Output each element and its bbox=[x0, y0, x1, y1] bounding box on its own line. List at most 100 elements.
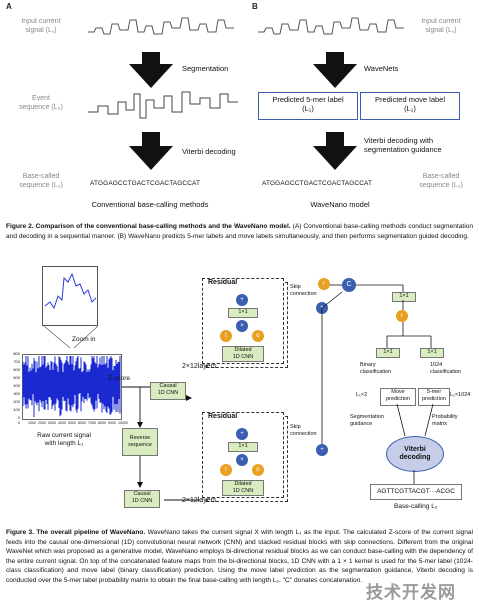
watermark: 技术开发网 bbox=[366, 583, 456, 602]
mult-node-2: × bbox=[236, 454, 248, 466]
arrow-a2 bbox=[142, 132, 160, 146]
x-tick-label: 7000 bbox=[88, 421, 96, 425]
zoom-inset-plot bbox=[42, 266, 98, 326]
relu-node-1: r bbox=[318, 278, 330, 290]
dilated-cnn-2: Dilated 1D CNN bbox=[222, 480, 264, 496]
concat-node: C bbox=[342, 278, 356, 292]
arrow-b2-head bbox=[313, 146, 357, 170]
zoom-in-label: Zoom in bbox=[72, 336, 96, 343]
figure-3-caption-body: WaveNano takes the current signal X with… bbox=[6, 529, 473, 584]
input-signal-label-a: Input current signal (L₁) bbox=[21, 18, 61, 34]
conv1x1-5: 1×1 bbox=[420, 348, 444, 358]
arrow-b1 bbox=[326, 52, 344, 64]
x-tick-label: 5000 bbox=[68, 421, 76, 425]
layers-label-2: 2×12layers bbox=[182, 497, 217, 504]
sigmoid-node-2: σ bbox=[252, 464, 264, 476]
panel-b-letter: B bbox=[252, 2, 258, 11]
mult-node-1: × bbox=[236, 320, 248, 332]
y-tick-label: 300 bbox=[13, 391, 20, 396]
predicted-5mer-box: Predicted 5-mer label (L₁) bbox=[258, 92, 358, 120]
arrow-b1-head bbox=[313, 64, 357, 88]
x-tick-label: 9000 bbox=[108, 421, 116, 425]
causal-cnn-2: Causal 1D CNN bbox=[124, 490, 160, 508]
prob-matrix-label: Probability matrix bbox=[432, 414, 458, 427]
move-prediction-box: Move prediction bbox=[380, 388, 416, 406]
conv1x1-2: 1×1 bbox=[228, 442, 258, 452]
panel-a-letter: A bbox=[6, 2, 12, 11]
sigmoid-node-1: σ bbox=[252, 330, 264, 342]
x-tick-label: 6000 bbox=[78, 421, 86, 425]
y-tick-label: 500 bbox=[13, 375, 20, 380]
right-connectors bbox=[321, 284, 434, 484]
y-tick-label: 200 bbox=[13, 399, 20, 404]
seg-guidance-label: Segmentation guidance bbox=[350, 414, 384, 427]
x-tick-label: 3000 bbox=[48, 421, 56, 425]
figure-2-caption-head: Figure 2. Comparison of the conventional… bbox=[6, 223, 291, 230]
binary-class-label: Binary classification bbox=[360, 362, 392, 375]
y-tick-label: 400 bbox=[13, 383, 20, 388]
reverse-sequence-box: Reverse sequence bbox=[122, 428, 158, 456]
sequence-a: ATGGAGCCTGACTCGACTAGCCAT bbox=[90, 180, 201, 187]
event-sequence-trace bbox=[88, 91, 238, 119]
viterbi-guided-label: Viterbi decoding with segmentation guida… bbox=[364, 136, 442, 154]
basecalled-label-b: Base-called sequence (L₂) bbox=[419, 173, 463, 189]
dilated-cnn-1: Dilated 1D CNN bbox=[222, 346, 264, 362]
input-signal-label-b: Input current signal (L₁) bbox=[421, 18, 461, 34]
figure-2-caption-body: (A) Conventional base-calling methods co… bbox=[6, 223, 473, 240]
x-tick-label: 10000 bbox=[118, 421, 128, 425]
x-tick-label: 4000 bbox=[58, 421, 66, 425]
conv1x1-3: 1×1 bbox=[392, 292, 416, 302]
result-sequence-box: AGTTCGTTACGT···ACGC bbox=[370, 484, 462, 500]
predicted-move-box: Predicted move label (L₁) bbox=[360, 92, 460, 120]
zscore-label: Z-score bbox=[108, 375, 131, 382]
residual-label-1: Residual bbox=[208, 279, 238, 286]
figure-3-caption-head: Figure 3. The overall pipeline of WaveNa… bbox=[6, 529, 146, 536]
panel-b-title: WaveNano model bbox=[310, 200, 370, 209]
conv1x1-1: 1×1 bbox=[228, 308, 258, 318]
l1x2-label: L₁×2 bbox=[356, 392, 368, 398]
viterbi-decoding-node: Viterbi decoding bbox=[386, 436, 444, 472]
y-tick-label: 700 bbox=[13, 359, 20, 364]
input-signal-trace-b bbox=[258, 17, 404, 35]
tanh-node-1: t bbox=[220, 330, 232, 342]
x-tick-label: 8000 bbox=[98, 421, 106, 425]
x-tick-label: 1000 bbox=[28, 421, 36, 425]
basecall-label: Base-calling L₂ bbox=[394, 503, 438, 510]
wavenets-label: WaveNets bbox=[364, 64, 399, 73]
figure-3-caption: Figure 3. The overall pipeline of WaveNa… bbox=[6, 528, 473, 586]
raw-signal-area bbox=[22, 354, 122, 420]
residual-label-2: Residual bbox=[208, 413, 238, 420]
relu-node-2: r bbox=[396, 310, 408, 322]
skip-label-2: Skip connection bbox=[290, 424, 317, 437]
add-node-2: + bbox=[236, 428, 248, 440]
x-tick-label: 0 bbox=[18, 421, 20, 425]
tanh-node-2: t bbox=[220, 464, 232, 476]
basecalled-label-a: Base-called sequence (L₂) bbox=[19, 173, 63, 189]
sequence-b: ATGGAGCCTGACTCGACTAGCCAT bbox=[262, 180, 373, 187]
figure-2-caption: Figure 2. Comparison of the conventional… bbox=[6, 222, 473, 241]
arrow-a2-head bbox=[129, 146, 173, 170]
zoom-lines bbox=[43, 325, 99, 349]
add-node-1: + bbox=[236, 294, 248, 306]
arrow-b2 bbox=[326, 132, 344, 146]
kclass-label: 1024 classification bbox=[430, 362, 462, 375]
raw-signal-label: Raw current signal with length L₁ bbox=[37, 432, 91, 447]
layers-label-1: 2×12layers bbox=[182, 363, 217, 370]
arrow-a1-head bbox=[129, 64, 173, 88]
y-tick-label: 800 bbox=[13, 351, 20, 356]
x-tick-label: 2000 bbox=[38, 421, 46, 425]
y-tick-label: 100 bbox=[13, 407, 20, 412]
y-tick-label: 600 bbox=[13, 367, 20, 372]
skip-label-1: Skip connection bbox=[290, 284, 317, 297]
event-sequence-label: Event sequence (L₀) bbox=[19, 95, 63, 111]
skip-add-2: + bbox=[316, 444, 328, 456]
input-signal-trace-a bbox=[88, 17, 234, 35]
y-tick-label: 0 bbox=[17, 415, 20, 420]
panel-a-title: Conventional base-calling methods bbox=[91, 200, 209, 209]
l1x1024-label: L₁×1024 bbox=[450, 392, 471, 398]
arrow-a1 bbox=[142, 52, 160, 64]
segmentation-label: Segmentation bbox=[182, 64, 229, 73]
kmer-prediction-box: 5-mer prediction bbox=[418, 388, 450, 406]
causal-cnn-1: Causal 1D CNN bbox=[150, 382, 186, 400]
viterbi-label-a: Viterbi decoding bbox=[182, 147, 236, 156]
